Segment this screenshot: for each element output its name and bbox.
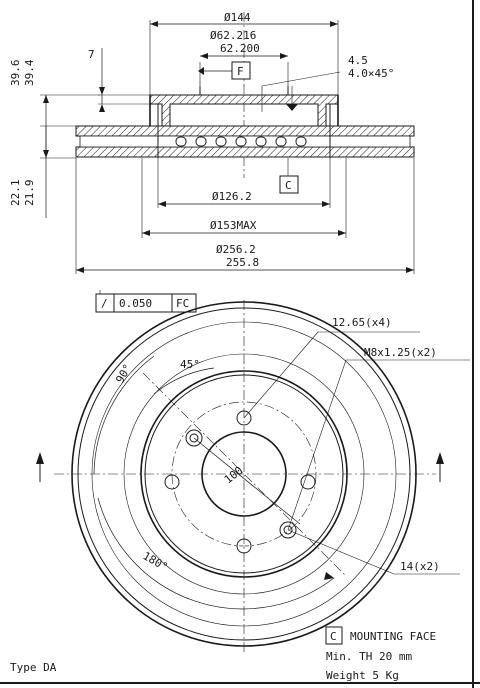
note-weight: Weight 5 Kg [326,669,399,682]
angle-90: 90° [113,362,134,386]
thread-m8: M8x1.25(x2) [364,346,437,359]
dim-dia-126: Ø126.2 [212,190,252,203]
runout-symbol: / [101,297,108,310]
pcd-100: 100 [222,464,246,486]
disc-plan-view: 90° 45° 180° 100 12.65(x4) M8x1.25(x2) 1… [36,300,470,652]
bolt-hole-bottom [236,538,252,554]
dim-chamfer-40: 4.0×45° [348,67,394,80]
angle-45: 45° [180,358,200,371]
runout-datum: FC [176,297,189,310]
disc-cross-section: F Ø144 Ø62.216 62.200 7 39.6 39.4 22.1 [9,11,415,274]
dim-height-39-lower: 39.4 [23,59,36,86]
vent-slots [175,136,307,147]
notes-block: C MOUNTING FACE Min. TH 20 mm Weight 5 K… [10,626,436,682]
thread-hole-right [279,521,297,539]
note-mounting-face: MOUNTING FACE [350,630,436,643]
dim-height-22-lower: 21.9 [23,180,36,207]
angle-180: 180° [141,549,170,574]
note-datum-c: C [330,630,337,643]
bolt-hole-top [236,410,252,426]
runout-value: 0.050 [119,297,152,310]
runout-tolerance-frame: / 0.050 FC [95,290,197,313]
dim-dia-144: Ø144 [224,11,251,24]
datum-f-label: F [237,65,244,78]
drawing-border-bottom [0,682,480,684]
drawing-border-right [472,0,474,688]
dim-chamfer-45: 4.5 [348,54,368,67]
dim-dia-62: Ø62.216 [210,29,256,42]
datum-c-label: C [285,179,292,192]
dim-dia-256-lower: 255.8 [226,256,259,269]
note-min-thickness: Min. TH 20 mm [326,650,412,663]
dim-dia-62-lower: 62.200 [220,42,260,55]
dim-height-39: 39.6 [9,60,22,87]
note-type: Type DA [10,661,57,674]
pin-14: 14(x2) [400,560,440,573]
dim-dia-256: Ø256.2 [216,243,256,256]
dim-thickness-7: 7 [88,48,95,61]
bolt-hole-left [164,474,180,490]
bolt-hole-right [300,474,316,490]
hole-diameter-12-65: 12.65(x4) [332,316,392,329]
thread-hole-left [185,429,203,447]
dim-height-22: 22.1 [9,180,22,207]
dim-dia-153-max: Ø153MAX [210,219,257,232]
